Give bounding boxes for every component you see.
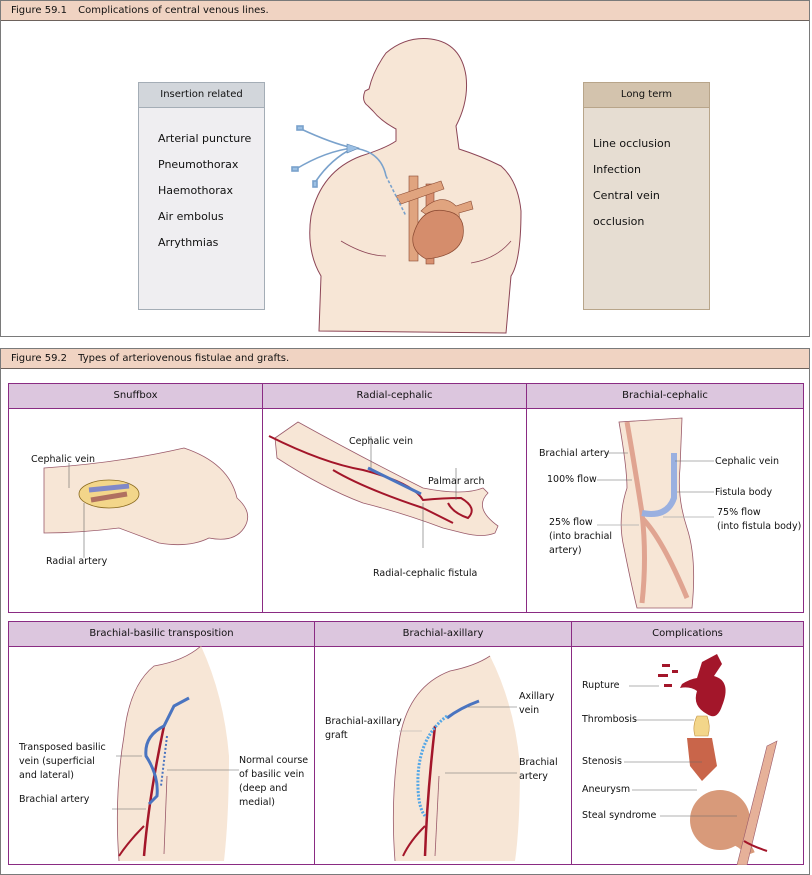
insertion-related-header: Insertion related xyxy=(139,83,264,108)
label-thrombosis: Thrombosis xyxy=(582,714,637,725)
figure-59-1-title-bar: Figure 59.1 Complications of central ven… xyxy=(1,1,809,21)
panel-title: Brachial-basilic transposition xyxy=(9,622,314,647)
panel-snuffbox: Snuffbox Cephalic vein Radial artery xyxy=(8,383,263,613)
label-artery: artery) xyxy=(549,545,582,556)
snuffbox-illustration xyxy=(43,447,249,558)
label-brachial-axillary: Brachial-axillary xyxy=(325,716,402,727)
radial-cephalic-illustration xyxy=(268,421,499,548)
label-steal-syndrome: Steal syndrome xyxy=(582,810,657,821)
label-brachial-artery: Brachial artery xyxy=(539,448,610,459)
list-item: Haemothorax xyxy=(158,184,234,197)
label-brachial-artery: Brachial artery xyxy=(19,794,90,805)
label-into-brachial: (into brachial xyxy=(549,531,613,542)
label-palmar-arch: Palmar arch xyxy=(428,476,485,487)
label-75-flow: 75% flow xyxy=(717,507,761,518)
torso-illustration xyxy=(291,38,522,334)
panel-radial-cephalic: Radial-cephalic Cephalic vein Palmar arc… xyxy=(262,383,527,613)
list-item: Pneumothorax xyxy=(158,158,239,171)
figure-59-1: Figure 59.1 Complications of central ven… xyxy=(0,0,810,337)
figure-59-2-title-bar: Figure 59.2 Types of arteriovenous fistu… xyxy=(1,349,809,369)
label-graft: graft xyxy=(325,730,348,741)
panel-brachial-axillary: Brachial-axillary Brachial-axillary graf… xyxy=(314,621,572,865)
panel-title: Snuffbox xyxy=(9,384,262,409)
label-and-lateral: and lateral) xyxy=(19,770,74,781)
brachial-basilic-illustration xyxy=(112,646,239,862)
label-artery: artery xyxy=(519,771,548,782)
label-aneurysm: Aneurysm xyxy=(582,784,631,795)
label-of-basilic-vein: of basilic vein xyxy=(239,769,305,780)
label-fistula-body: Fistula body xyxy=(715,487,773,498)
label-cephalic-vein: Cephalic vein xyxy=(31,454,95,465)
list-item: Infection xyxy=(593,163,641,176)
label-vein-superficial: vein (superficial xyxy=(19,756,95,767)
panel-complications: Complications Rupture Thrombosis Stenosi… xyxy=(571,621,804,865)
panel-brachial-cephalic: Brachial-cephalic Brachial artery 100% f… xyxy=(526,383,804,613)
panel-brachial-basilic-transposition: Brachial-basilic transposition Transpose… xyxy=(8,621,315,865)
list-item: Arrythmias xyxy=(158,236,219,249)
label-axillary: Axillary xyxy=(519,691,555,702)
figure-number: Figure 59.2 xyxy=(11,353,67,364)
label-radial-artery: Radial artery xyxy=(46,556,108,567)
list-item: Central vein occlusion xyxy=(593,189,660,228)
list-item: Arterial puncture xyxy=(158,132,252,145)
label-25-flow: 25% flow xyxy=(549,517,593,528)
panel-title: Brachial-cephalic xyxy=(527,384,803,409)
complications-illustration xyxy=(624,654,778,865)
label-brachial: Brachial xyxy=(519,757,558,768)
label-medial: medial) xyxy=(239,797,275,808)
figure-caption: Types of arteriovenous fistulae and graf… xyxy=(78,353,290,364)
long-term-box: Long term Line occlusion Infection Centr… xyxy=(583,82,710,310)
chest-line-right xyxy=(470,240,512,264)
label-100-flow: 100% flow xyxy=(547,474,597,485)
figure-number: Figure 59.1 xyxy=(11,5,67,16)
long-term-list: Line occlusion Infection Central vein oc… xyxy=(584,108,709,228)
figure-caption: Complications of central venous lines. xyxy=(78,5,269,16)
list-item: Air embolus xyxy=(158,210,224,223)
panel-title: Brachial-axillary xyxy=(315,622,571,647)
label-vein: vein xyxy=(519,705,540,716)
brachial-cephalic-illustration xyxy=(597,417,714,609)
list-item: Line occlusion xyxy=(593,137,671,150)
central-line-catheter-icon xyxy=(291,125,407,217)
label-transposed-basilic: Transposed basilic xyxy=(19,742,106,753)
panel-title: Complications xyxy=(572,622,803,647)
insertion-related-list: Arterial puncture Pneumothorax Haemothor… xyxy=(139,108,264,256)
label-cephalic-vein: Cephalic vein xyxy=(715,456,779,467)
brachial-axillary-illustration xyxy=(392,655,520,862)
insertion-related-box: Insertion related Arterial puncture Pneu… xyxy=(138,82,265,310)
label-radial-cephalic-fistula: Radial-cephalic fistula xyxy=(373,568,478,579)
label-stenosis: Stenosis xyxy=(582,756,622,767)
long-term-header: Long term xyxy=(584,83,709,108)
chest-line-left xyxy=(340,240,387,257)
panel-title: Radial-cephalic xyxy=(263,384,526,409)
label-into-fistula-body: (into fistula body) xyxy=(717,521,802,532)
label-rupture: Rupture xyxy=(582,680,620,691)
heart-icon xyxy=(395,175,474,265)
label-normal-course: Normal course xyxy=(239,755,309,766)
label-cephalic-vein: Cephalic vein xyxy=(349,436,413,447)
label-deep-and: (deep and xyxy=(239,783,288,794)
